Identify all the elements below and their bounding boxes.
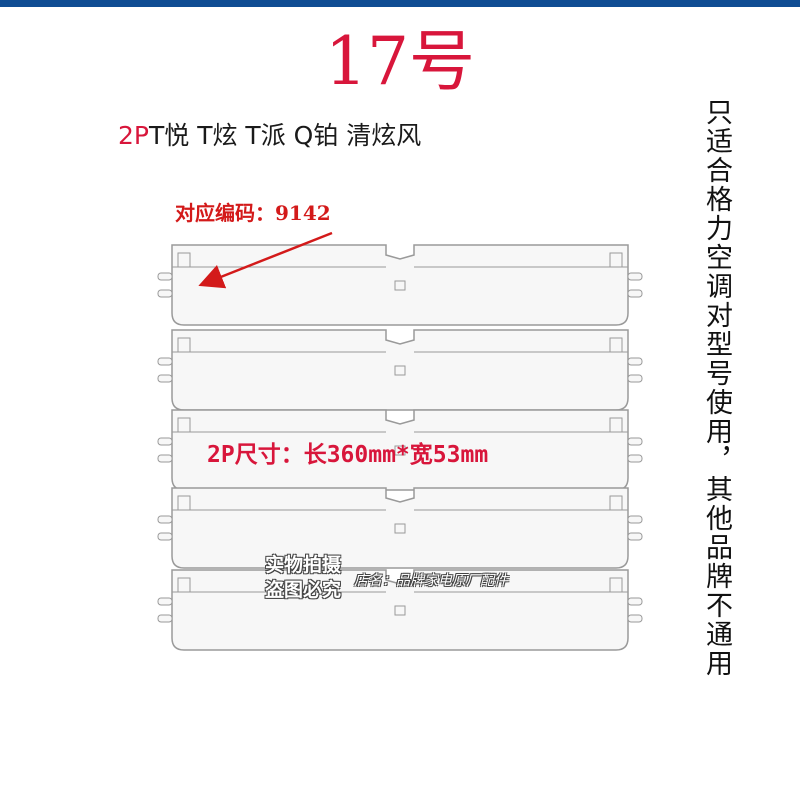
top-color-band	[0, 0, 800, 7]
louver-blade-icon	[157, 487, 643, 569]
models-accent: 2P	[118, 121, 149, 150]
product-number-title: 17号	[325, 23, 475, 100]
watermark-line-1: 实物拍摄	[264, 554, 341, 576]
watermark-shop-name: 店名：品牌家电原厂配件	[354, 573, 508, 589]
compatible-models: 2PT悦 T炫 T派 Q铂 清炫风	[118, 116, 421, 152]
louver-blade-icon	[157, 329, 643, 411]
louver-blade-icon	[157, 569, 643, 651]
pointer-arrow-icon	[198, 231, 333, 289]
part-code-label: 对应编码：9142	[175, 201, 331, 225]
compatibility-note: 只适合格力空调对型号使用，其他品牌不通用	[701, 98, 732, 678]
louver-blade-icon	[157, 244, 643, 326]
size-label: 2P尺寸：长360mm*宽53mm	[207, 442, 489, 468]
louver-blade-icon	[157, 409, 643, 491]
watermark-line-2: 盗图必究	[264, 579, 341, 601]
louver-blades-group	[157, 244, 643, 651]
models-list: T悦 T炫 T派 Q铂 清炫风	[148, 121, 422, 150]
watermark-photo-notice: 实物拍摄 盗图必究	[248, 553, 358, 603]
